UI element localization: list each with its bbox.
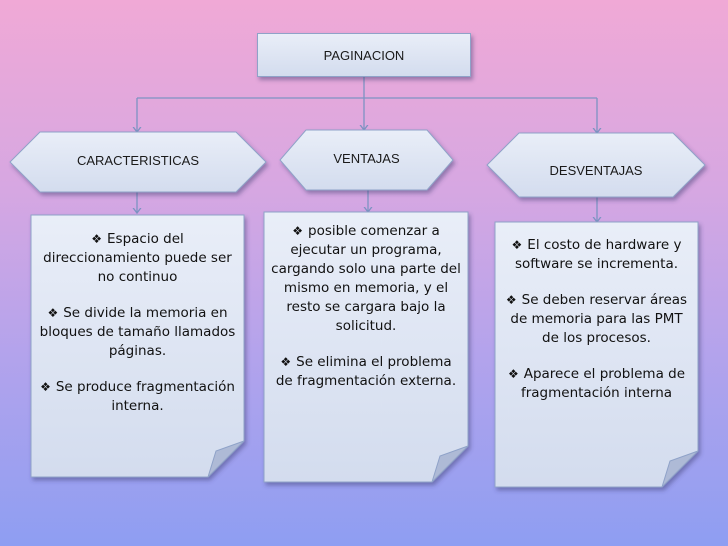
hexagon-shape xyxy=(279,129,454,191)
diagram-title: PAGINACION xyxy=(323,48,405,63)
note-ventajas: ❖posible comenzar a ejecutar un programa… xyxy=(263,211,469,483)
category-label: CARACTERISTICAS xyxy=(76,153,200,168)
folded-note-shape xyxy=(494,221,699,488)
hexagon-shape xyxy=(486,132,706,198)
hexagon-shape xyxy=(9,131,267,193)
list-item: ❖Se deben reservar áreas de memoria para… xyxy=(505,292,688,346)
list-item: ❖Se divide la memoria en bloques de tama… xyxy=(39,305,236,359)
diagram-title-box: PAGINACION xyxy=(257,33,471,77)
diamond-bullet-icon: ❖ xyxy=(292,224,304,238)
diamond-bullet-icon: ❖ xyxy=(91,232,102,246)
diamond-bullet-icon: ❖ xyxy=(40,380,51,394)
note-caracteristicas: ❖Espacio del direccionamiento puede ser … xyxy=(30,214,245,478)
list-item: ❖posible comenzar a ejecutar un programa… xyxy=(271,223,461,334)
diamond-bullet-icon: ❖ xyxy=(511,238,523,252)
diamond-bullet-icon: ❖ xyxy=(280,355,292,369)
note-desventajas: ❖El costo de hardware y software se incr… xyxy=(494,221,699,488)
list-item: ❖Espacio del direccionamiento puede ser … xyxy=(43,231,232,285)
list-item: ❖Aparece el problema de fragmentación in… xyxy=(507,366,686,401)
diamond-bullet-icon: ❖ xyxy=(507,367,519,381)
list-item: ❖Se produce fragmentación interna. xyxy=(40,379,235,414)
folded-note-shape xyxy=(263,211,469,483)
diamond-bullet-icon: ❖ xyxy=(47,306,59,320)
list-item: ❖El costo de hardware y software se incr… xyxy=(511,237,682,272)
category-ventajas: VENTAJAS xyxy=(279,129,454,191)
category-label: VENTAJAS xyxy=(333,151,400,166)
category-desventajas: DESVENTAJAS xyxy=(486,132,706,198)
folded-note-shape xyxy=(30,214,245,478)
category-label: DESVENTAJAS xyxy=(549,163,643,178)
diamond-bullet-icon: ❖ xyxy=(505,293,517,307)
list-item: ❖Se elimina el problema de fragmentación… xyxy=(275,354,457,389)
category-caracteristicas: CARACTERISTICAS xyxy=(9,131,267,193)
